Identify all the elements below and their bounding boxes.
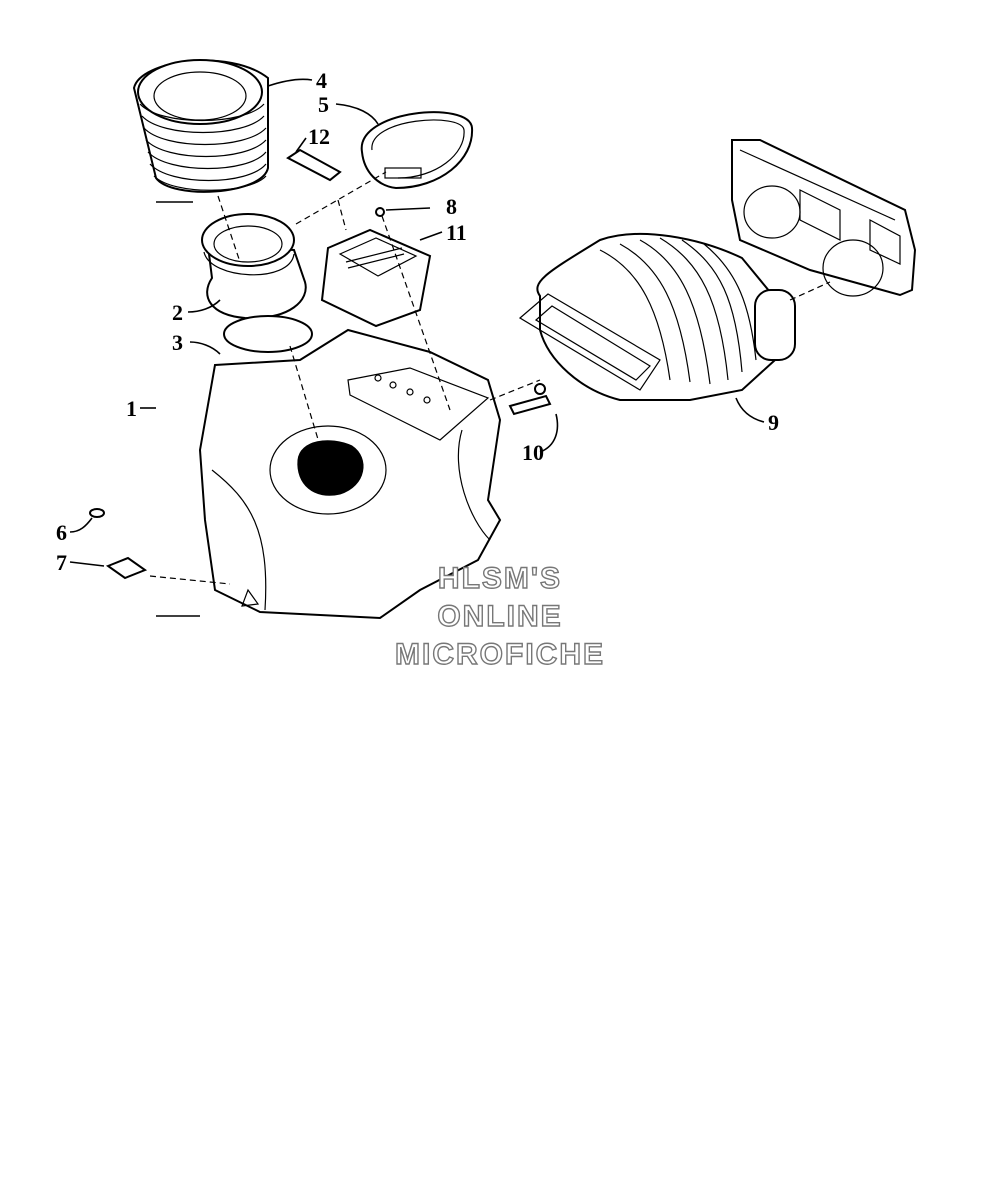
callout-2: 2 [172,300,183,325]
watermark-line-3: MICROFICHE [395,638,605,671]
callout-4: 4 [316,68,327,93]
callout-3: 3 [172,330,183,355]
bellows-boot-part [132,59,269,193]
intake-adaptor-part [201,213,307,320]
small-plate-part [286,148,342,182]
bolt-part [508,383,552,416]
bracket-part [105,556,148,580]
watermark: HLSM'S ONLINE MICROFICHE [394,561,605,671]
callout-12: 12 [308,124,330,149]
callout-1: 1 [126,396,137,421]
carburetor-assembly-part [731,139,917,297]
watermark-line-1: HLSM'S [438,562,562,595]
callout-10: 10 [522,440,544,465]
callout-11: 11 [446,220,467,245]
callout-9: 9 [768,410,779,435]
filter-element-part [320,228,432,328]
clamp-part [360,111,474,190]
watermark-line-2: ONLINE [437,600,562,633]
air-box-housing-part [198,328,502,620]
screw-part [375,207,385,217]
intake-boot-part [518,232,796,401]
grommet-part [89,508,105,518]
leader-lines [69,78,831,617]
callout-6: 6 [56,520,67,545]
callout-7: 7 [56,550,67,575]
callout-8: 8 [446,194,457,219]
callout-5: 5 [318,92,329,117]
gasket-part [223,315,313,353]
